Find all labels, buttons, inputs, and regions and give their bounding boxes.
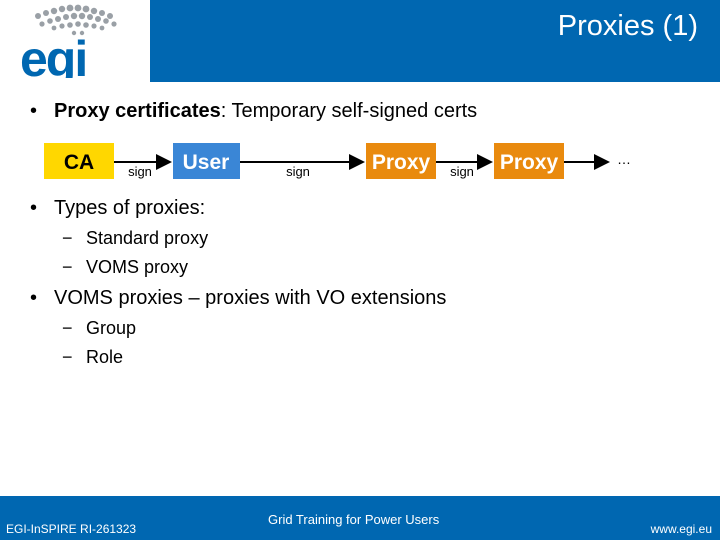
sign-label: sign — [286, 164, 310, 179]
logo-text: egi — [20, 31, 86, 78]
footer-project-id: EGI-InSPIRE RI-261323 — [6, 522, 137, 536]
title-band: Proxies (1) — [150, 0, 720, 82]
egi-logo: egi — [20, 4, 117, 78]
sub-item-text: Group — [86, 318, 137, 338]
ca-node — [44, 143, 114, 179]
slide-footer: EGI-InSPIRE RI-261323 Grid Training for … — [0, 496, 720, 540]
bullet-dot: • — [30, 287, 38, 309]
sign-label: sign — [128, 164, 152, 179]
proxy-node — [366, 143, 436, 179]
proxy-node-label: Proxy — [372, 151, 431, 174]
ellipsis-label: … — [617, 151, 631, 167]
sub-item-text: Role — [86, 347, 124, 367]
bullet-bold-term: Proxy certificates — [54, 100, 221, 122]
sub-item-text: VOMS proxy — [86, 257, 189, 277]
bullet-dot: • — [30, 100, 38, 122]
footer-event-title: Grid Training for Power Users — [268, 512, 440, 527]
sign-label: sign — [450, 164, 474, 179]
footer-website-link[interactable]: www.egi.eu — [650, 522, 712, 536]
user-node-label: User — [183, 151, 230, 174]
slide-title: Proxies (1) — [557, 10, 698, 42]
proxy-node-label: Proxy — [500, 151, 559, 174]
proxy-node — [494, 143, 564, 179]
bullet-dot: • — [30, 197, 38, 219]
user-node — [173, 143, 240, 179]
sub-item-text: Standard proxy — [86, 228, 209, 248]
bullet-text: : Temporary self-signed certs — [220, 100, 478, 122]
bullet-text: VOMS proxies – proxies with VO extension… — [54, 287, 447, 309]
proxy-chain-diagram: CA sign User sign Proxy sign Proxy … — [44, 143, 631, 179]
ca-node-label: CA — [64, 151, 94, 174]
slide-header: egi Proxies (1) — [0, 0, 720, 82]
bullet-text: Types of proxies: — [54, 197, 206, 219]
